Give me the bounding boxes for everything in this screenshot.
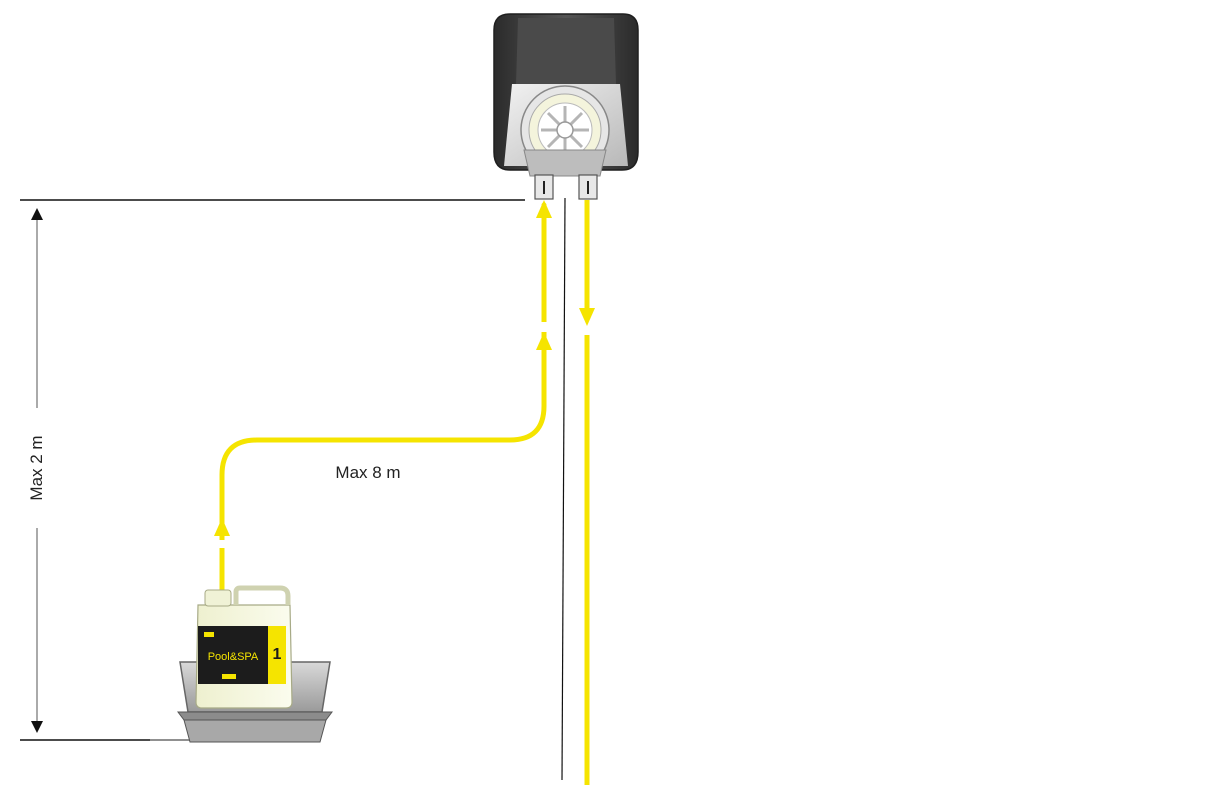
dimension-arrow-up-icon (31, 208, 43, 220)
chemical-canister-icon: Pool&SPA 1 (195, 585, 293, 709)
canister-brand-text: Pool&SPA (208, 651, 259, 663)
peristaltic-pump-icon (493, 13, 639, 200)
canister-number-text: 1 (273, 646, 282, 663)
height-dimension (31, 208, 43, 733)
flow-arrow-up-icon (214, 518, 230, 536)
flow-arrow-up-icon (536, 200, 552, 218)
flow-arrow-up-icon (536, 332, 552, 350)
dimension-arrow-down-icon (31, 721, 43, 733)
height-limit-label: Max 2 m (27, 435, 46, 500)
suction-tube (219, 202, 547, 598)
wall-line (561, 197, 566, 781)
flow-arrow-down-icon (579, 308, 595, 326)
length-limit-label: Max 8 m (335, 463, 400, 482)
